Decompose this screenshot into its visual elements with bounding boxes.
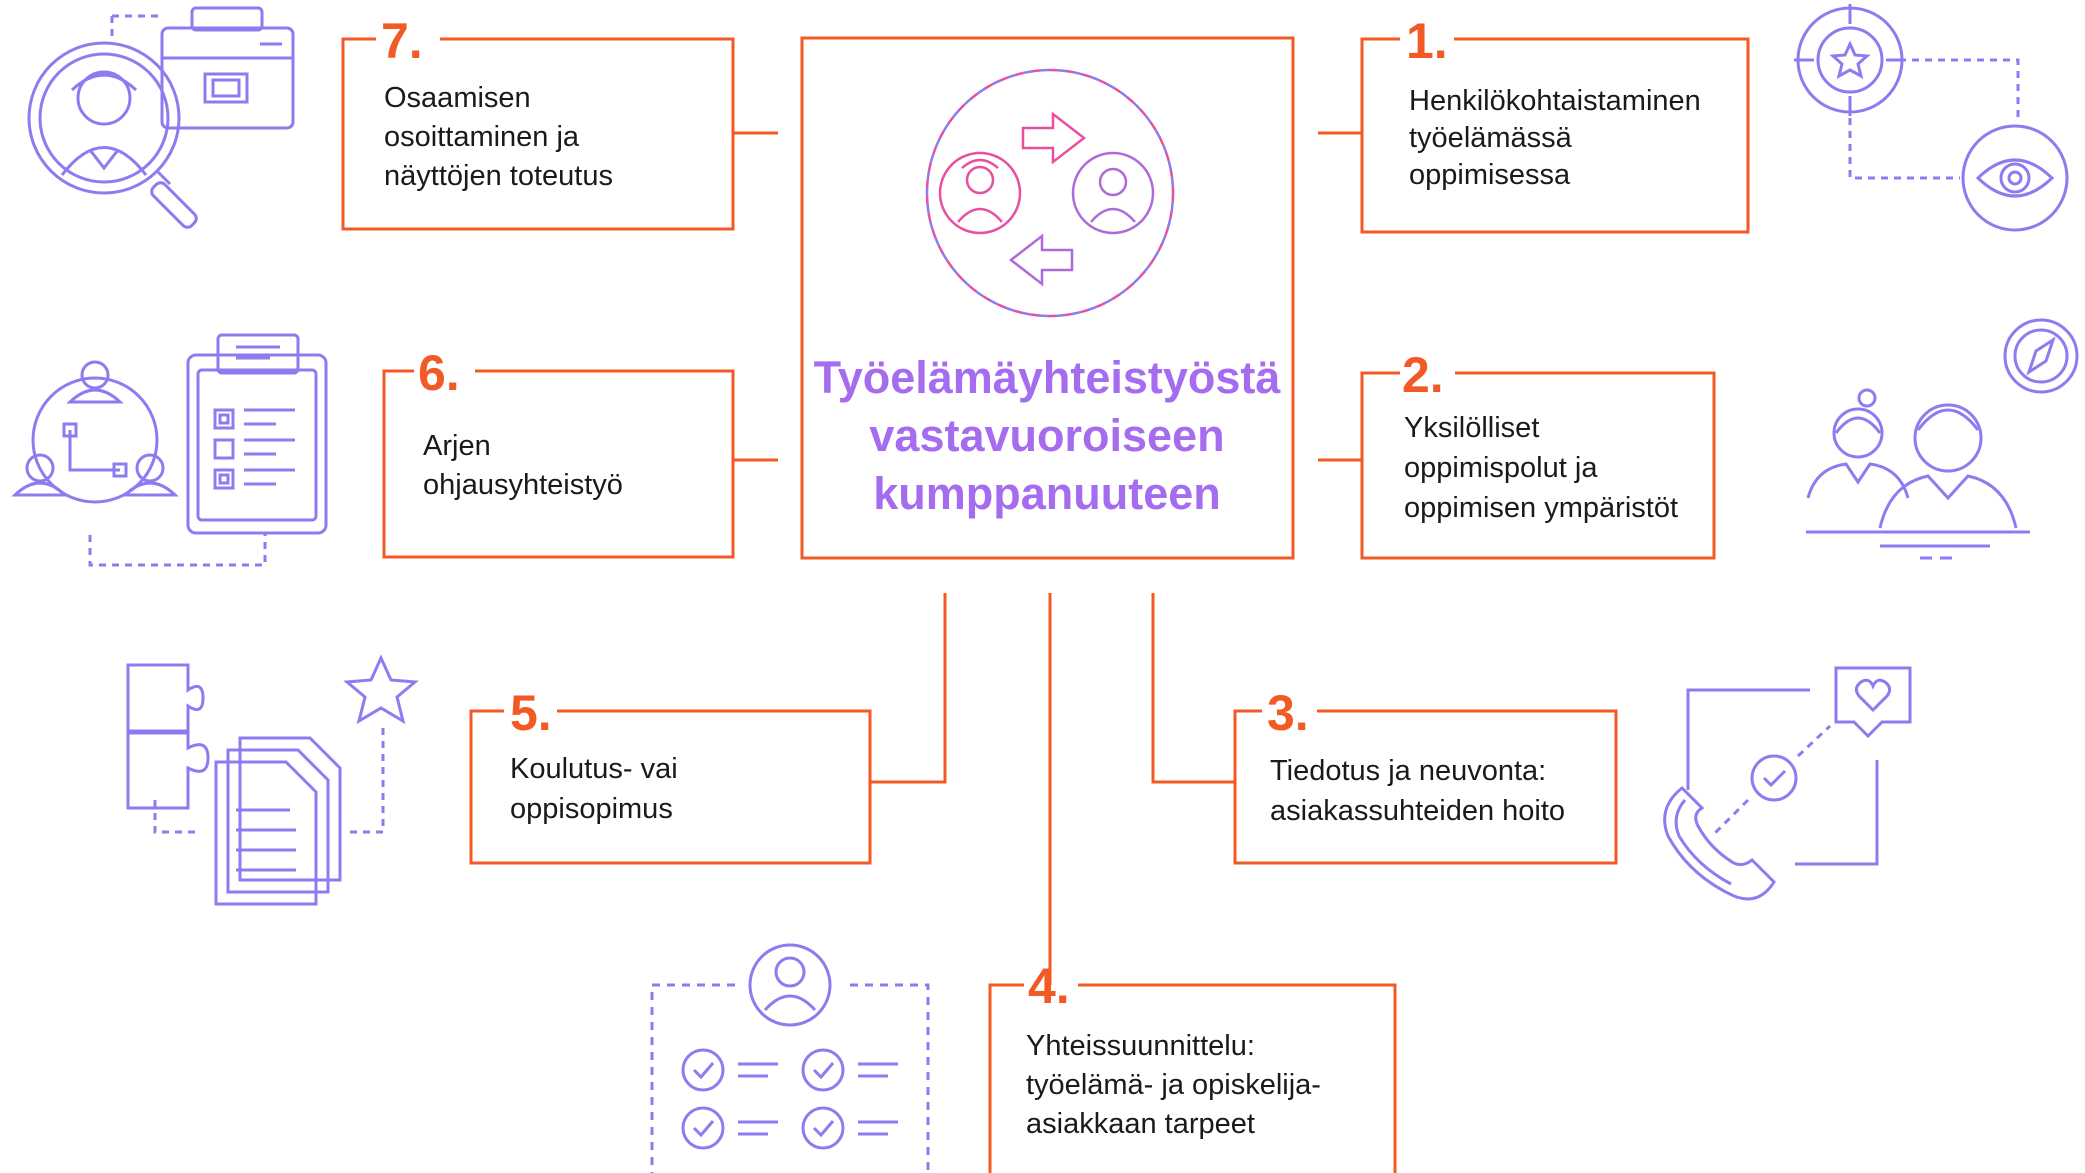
center-title-line-3: kumppanuuteen: [873, 468, 1221, 519]
step-text-line: Henkilökohtaistaminen: [1409, 85, 1701, 117]
step-4-box: 4. Yhteissuunnittelu: työelämä- ja opisk…: [988, 958, 1397, 1173]
step-text-line: Yhteissuunnittelu:: [1026, 1030, 1255, 1062]
step-text-line: osoittaminen ja: [384, 121, 580, 153]
team-clipboard-icon: [11, 333, 328, 567]
step-5-box: 5. Koulutus- vai oppisopimus: [469, 685, 872, 865]
magnifier-briefcase-icon: [27, 6, 295, 229]
center-title-line-2: vastavuoroiseen: [869, 410, 1224, 461]
puzzle-documents-icon: [126, 654, 419, 906]
step-number: 1.: [1406, 13, 1448, 69]
connectors: [733, 131, 1362, 985]
step-number: 7.: [381, 13, 423, 69]
step-number: 2.: [1402, 347, 1444, 403]
step-text-line: työelämä- ja opiskelija-: [1026, 1069, 1321, 1101]
step-number: 4.: [1028, 958, 1070, 1014]
step-text-line: Arjen: [423, 430, 491, 462]
step-text-line: oppisopimus: [510, 793, 673, 825]
center-title-line-1: Työelämäyhteistyöstä: [814, 352, 1282, 403]
step-text-line: Tiedotus ja neuvonta:: [1270, 755, 1546, 787]
step-text-line: työelämässä: [1409, 122, 1573, 154]
step-number: 6.: [418, 345, 460, 401]
exchange-icon: [925, 68, 1175, 318]
target-eye-icon: [1794, 4, 2069, 232]
phone-heart-icon: [1663, 666, 1912, 901]
people-compass-icon: [1806, 318, 2079, 560]
step-3-box: 3. Tiedotus ja neuvonta: asiakassuhteide…: [1233, 685, 1618, 865]
center-box: Työelämäyhteistyöstä vastavuoroiseen kum…: [800, 36, 1295, 560]
step-text-line: Yksilölliset: [1404, 412, 1539, 444]
step-text-line: asiakkaan tarpeet: [1026, 1108, 1255, 1140]
step-text-line: oppimisen ympäristöt: [1404, 492, 1678, 524]
step-1-box: 1. Henkilökohtaistaminen työelämässä opp…: [1360, 13, 1750, 234]
step-text-line: Osaamisen: [384, 82, 531, 114]
step-text-line: Koulutus- vai: [510, 753, 678, 785]
step-text-line: oppimisessa: [1409, 159, 1571, 191]
step-2-box: 2. Yksilölliset oppimispolut ja oppimise…: [1360, 347, 1716, 560]
step-text-line: ohjausyhteistyö: [423, 469, 623, 501]
step-number: 5.: [510, 685, 552, 741]
step-text-line: oppimispolut ja: [1404, 452, 1598, 484]
step-number: 3.: [1267, 685, 1309, 741]
step-text-line: näyttöjen toteutus: [384, 160, 613, 192]
user-checklist-icon: [650, 943, 930, 1173]
step-6-box: 6. Arjen ohjausyhteistyö: [382, 345, 735, 559]
step-text-line: asiakassuhteiden hoito: [1270, 795, 1565, 827]
step-7-box: 7. Osaamisen osoittaminen ja näyttöjen t…: [341, 13, 735, 231]
